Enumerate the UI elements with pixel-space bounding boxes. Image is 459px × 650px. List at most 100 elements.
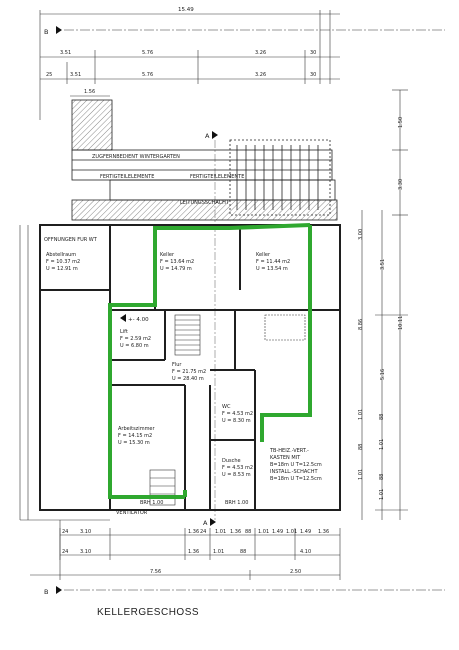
room-name: Lift <box>120 329 128 335</box>
highlighted-walls <box>108 223 312 499</box>
room-name: Keller <box>256 252 271 258</box>
room-area: F = 11.44 m2 <box>256 259 290 265</box>
install-line-5: B=18m U T=12.5cm <box>270 476 322 482</box>
dim-bottom-5: 1.01 <box>215 529 226 535</box>
dim-right-9: 1.01 <box>358 469 364 480</box>
dim-right-11: 1.01 <box>379 439 385 450</box>
dim-bottom-6: 1.36 <box>230 529 241 535</box>
dim-bottom-2: 3.10 <box>80 529 91 535</box>
dim-bottom2-2: 3.10 <box>80 549 91 555</box>
room-lift: Lift F = 2.59 m2 U = 6.80 m <box>120 329 151 349</box>
room-flur: Flur F = 21.75 m2 U = 28.40 m <box>172 362 206 382</box>
dim-bottom2-4: 1.01 <box>213 549 224 555</box>
dim-bottom-11: 1.49 <box>300 529 311 535</box>
install-line-4: INSTALL.-SCHACHT <box>270 469 318 475</box>
install-line-2: KASTEN MIT <box>270 455 301 461</box>
room-perimeter: U = 8.30 m <box>222 418 251 424</box>
dim-right-3: 3.51 <box>380 259 386 270</box>
section-b-bottom-arrow <box>56 586 62 594</box>
room-area: F = 21.75 m2 <box>172 369 206 375</box>
room-area: F = 14.15 m2 <box>118 433 152 439</box>
bottom-dimensions <box>30 528 341 580</box>
dim-right-5: 10.11 <box>398 316 404 330</box>
dim-top2-1: 25 <box>46 72 52 78</box>
room-name: Arbeitszimmer <box>118 426 156 432</box>
dim-right-13: 1.01 <box>379 489 385 500</box>
dim-bottom-3: 1.36 <box>188 529 199 535</box>
dim-top-3: 3.26 <box>255 50 266 56</box>
label-ventilator: VENTILATOR <box>116 510 148 516</box>
room-perimeter: U = 15.30 m <box>118 440 150 446</box>
install-note: TB-HEIZ.-VERT.- KASTEN MIT B=18m U T=12.… <box>269 448 322 482</box>
section-b-top-arrow <box>56 26 62 34</box>
label-fertigteil-1: FERTIGTEILELEMENTE <box>100 174 154 180</box>
top-dimensions <box>39 10 340 120</box>
section-a-bottom-arrow <box>210 518 216 526</box>
room-area: F = 4.53 m2 <box>222 465 253 471</box>
section-a-top-arrow <box>212 131 218 139</box>
dim-top2-3: 5.76 <box>142 72 153 78</box>
dim-bottom-12: 1.36 <box>318 529 329 535</box>
label-brh-2: BRH 1.00 <box>225 500 248 506</box>
inner-stairs <box>149 314 306 506</box>
dim-right-14: 3.00 <box>358 229 364 240</box>
room-keller-2: Keller F = 11.44 m2 U = 13.54 m <box>256 252 290 272</box>
level-text: +- 4.00 <box>128 317 149 323</box>
room-perimeter: U = 12.91 m <box>46 266 78 272</box>
left-dimensions <box>19 225 110 560</box>
room-name: WC <box>222 404 231 410</box>
dim-bottom2-3: 1.36 <box>188 549 199 555</box>
label-leitungsschacht: LEITUNGSSCHACHT <box>180 200 230 206</box>
room-arbeitszimmer: Arbeitszimmer F = 14.15 m2 U = 15.30 m <box>118 426 156 446</box>
dim-right-12: 88 <box>379 474 385 480</box>
dim-right-1: 1.50 <box>398 117 404 128</box>
room-keller-1: Keller F = 13.64 m2 U = 14.79 m <box>160 252 194 272</box>
dim-right-2: 3.30 <box>398 179 404 190</box>
right-dimensions <box>361 89 408 520</box>
label-brh-1: BRH 1.00 <box>140 500 163 506</box>
dim-top2-4: 3.26 <box>255 72 266 78</box>
dim-bottom2-1: 24 <box>62 549 68 555</box>
dim-bottom-8: 1.01 <box>258 529 269 535</box>
label-wintergarten: ZUGFERNBEDIENT WINTERGARTEN <box>92 154 180 160</box>
room-area: F = 10.37 m2 <box>46 259 80 265</box>
dim-bottom-overall-1: 7.56 <box>150 569 161 575</box>
dim-bottom-4: 24 <box>200 529 206 535</box>
room-dusche: Dusche F = 4.53 m2 U = 8.53 m <box>222 458 253 478</box>
section-a-bottom: A <box>203 519 208 527</box>
dim-top-4: 30 <box>310 50 316 56</box>
dim-right-6: 5.16 <box>380 369 386 380</box>
level-arrow-icon <box>120 314 126 322</box>
dim-bottom-7: 88 <box>245 529 251 535</box>
install-line-3: B=18m U T=12.5cm <box>270 462 322 468</box>
dim-right-10: 88 <box>379 414 385 420</box>
dim-bottom-overall-2: 2.50 <box>290 569 301 575</box>
room-perimeter: U = 14.79 m <box>160 266 192 272</box>
section-b-top: B <box>44 28 48 36</box>
room-area: F = 4.53 m2 <box>222 411 253 417</box>
room-perimeter: U = 8.53 m <box>222 472 251 478</box>
dim-top-1: 3.51 <box>60 50 71 56</box>
room-abstellraum: Abstellraum F = 10.37 m2 U = 12.91 m <box>46 252 80 272</box>
section-b-bottom: B <box>44 588 48 596</box>
room-perimeter: U = 13.54 m <box>256 266 288 272</box>
level-marker: +- 4.00 <box>120 314 149 323</box>
dim-top-2: 5.76 <box>142 50 153 56</box>
section-a-top: A <box>205 132 210 140</box>
dim-top3-1: 1.56 <box>84 89 95 95</box>
dim-bottom-1: 24 <box>62 529 68 535</box>
dim-overall: 15.49 <box>178 7 194 13</box>
room-name: Abstellraum <box>46 252 76 258</box>
install-line-1: TB-HEIZ.-VERT.- <box>269 448 309 454</box>
room-name: Flur <box>172 362 182 368</box>
label-fertigteil-2: FERTIGTEILELEMENTE <box>190 174 244 180</box>
dim-bottom-9: 1.49 <box>272 529 283 535</box>
room-area: F = 13.64 m2 <box>160 259 194 265</box>
upper-structure <box>71 99 338 221</box>
dim-top2-2: 3.51 <box>70 72 81 78</box>
dim-top2-5: 30 <box>310 72 316 78</box>
room-name: Keller <box>160 252 175 258</box>
dim-bottom2-5: 88 <box>240 549 246 555</box>
dim-bottom2-6: 4.10 <box>300 549 311 555</box>
